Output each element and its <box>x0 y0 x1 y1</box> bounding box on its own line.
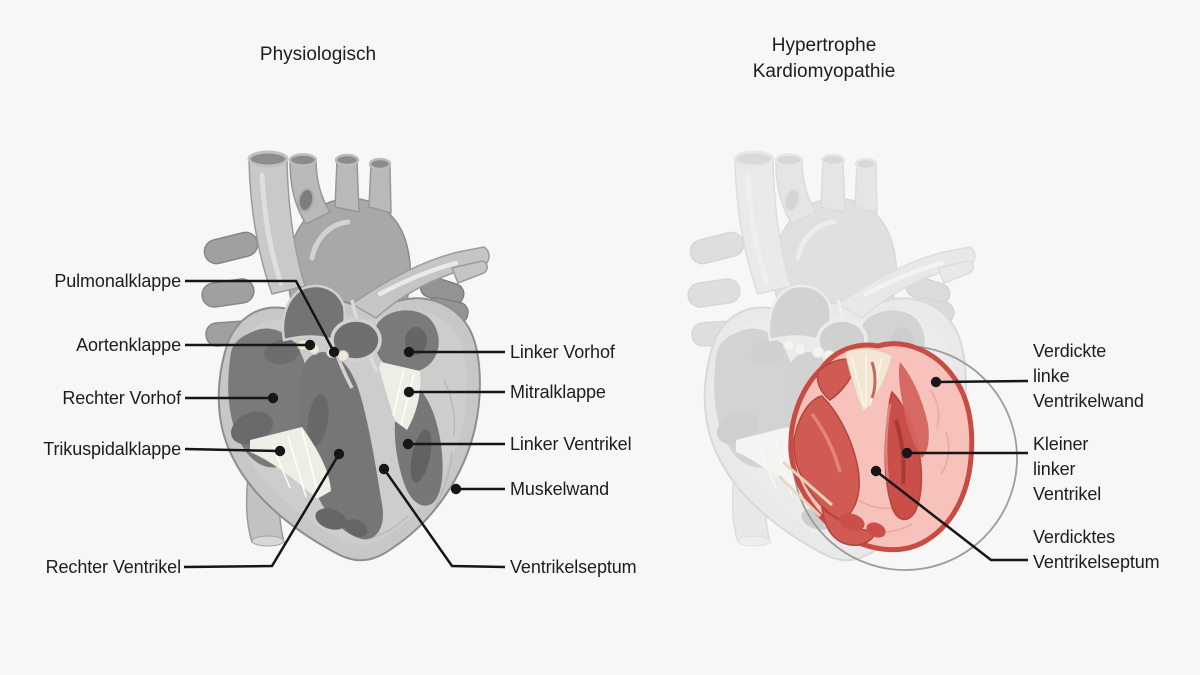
label-aortenklappe: Aortenklappe <box>76 335 181 355</box>
hypertrophic-ventricle-highlight <box>777 341 975 553</box>
label-rechter-ventrikel: Rechter Ventrikel <box>45 557 181 577</box>
label-trikuspidalklappe: Trikuspidalklappe <box>43 439 181 459</box>
label-verdickte-linke-ventrikelwand: Verdickte linke Ventrikelwand <box>1033 341 1144 411</box>
label-mitralklappe: Mitralklappe <box>510 382 606 402</box>
title-physiological: Physiologisch <box>259 44 377 65</box>
label-linker-vorhof: Linker Vorhof <box>510 342 615 362</box>
label-kleiner-linker-ventrikel: Kleiner linker Ventrikel <box>1033 434 1102 504</box>
physiological-heart-illustration <box>201 152 489 560</box>
title-hypertrophic-line2: Kardiomyopathie <box>752 61 896 82</box>
label-pulmonalklappe: Pulmonalklappe <box>54 271 181 291</box>
title-hypertrophic-line1: Hypertrophe <box>771 35 877 56</box>
leader-lines <box>183 279 1029 569</box>
label-muskelwand: Muskelwand <box>510 479 610 499</box>
label-verdicktes-ventrikelseptum: Verdicktes Ventrikelseptum <box>1033 527 1160 572</box>
leader-dots <box>267 339 942 495</box>
label-linker-ventrikel: Linker Ventrikel <box>510 434 632 454</box>
title-hypertrophic: Hypertrophe Kardiomyopathie <box>674 33 974 85</box>
label-rechter-vorhof: Rechter Vorhof <box>62 388 181 408</box>
label-ventrikelseptum: Ventrikelseptum <box>510 557 637 577</box>
